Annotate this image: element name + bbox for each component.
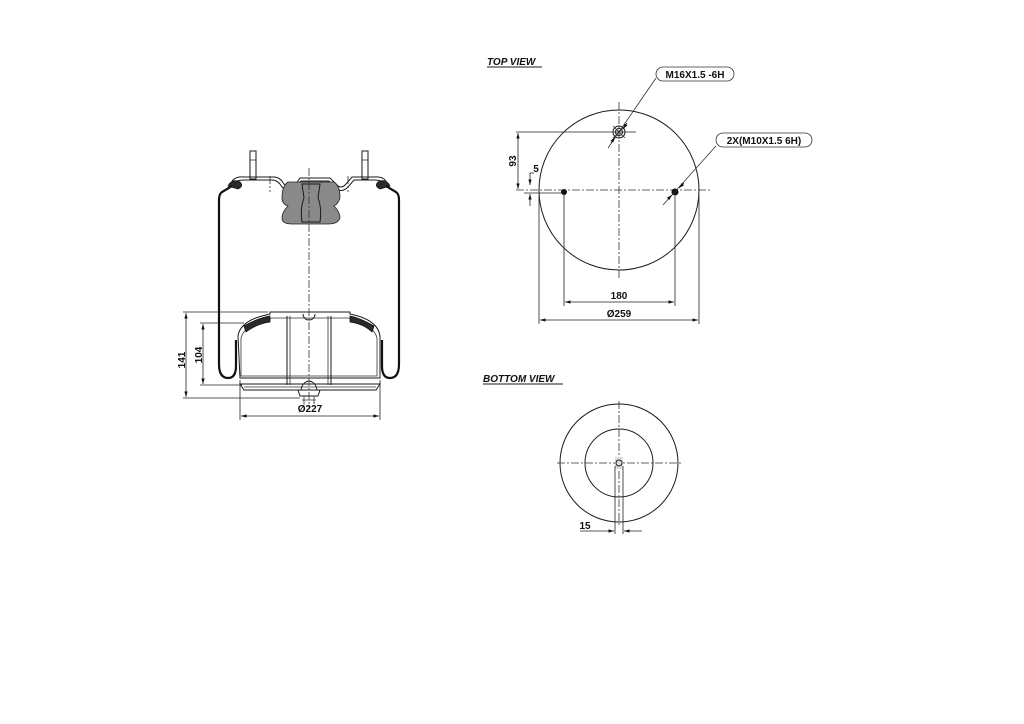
dim-15-label: 15 <box>579 521 591 532</box>
dim-diameter-227: Ø227 <box>239 380 381 420</box>
bump-stop <box>281 181 341 225</box>
dim-5-label: 5 <box>533 164 539 175</box>
dim-plate-diameter-259: Ø259 <box>538 195 700 324</box>
side-hole-left <box>561 189 567 195</box>
dim-259-label: Ø259 <box>607 309 632 320</box>
side-view: 141 104 Ø227 <box>177 150 401 420</box>
dim-141-label: 141 <box>177 351 188 368</box>
stud-right <box>361 150 369 180</box>
dim-93-label: 93 <box>508 155 519 167</box>
dim-offset-5: 5 <box>524 164 562 206</box>
callout-center-thread: M16X1.5 -6H <box>607 66 735 149</box>
top-view-title: TOP VIEW <box>487 57 537 68</box>
stud-left <box>249 150 257 180</box>
callout-center-thread-label: M16X1.5 -6H <box>666 70 725 81</box>
dim-104-label: 104 <box>194 346 205 363</box>
dim-height-104: 104 <box>194 322 244 386</box>
callout-side-threads-label: 2X(M10X1.5 6H) <box>727 136 801 147</box>
dim-bolt-spacing-180: 180 <box>563 194 676 306</box>
top-view: TOP VIEW M16X1.5 -6H <box>487 57 813 324</box>
callout-side-threads: 2X(M10X1.5 6H) <box>662 132 813 206</box>
piston <box>237 311 381 404</box>
dim-180-label: 180 <box>611 291 628 302</box>
dim-227-label: Ø227 <box>298 404 323 415</box>
dim-offset-93: 93 <box>508 131 636 189</box>
bottom-view-title: BOTTOM VIEW <box>483 374 556 385</box>
dim-hole-offset-15: 15 <box>579 466 642 534</box>
bottom-center-hole <box>615 457 623 469</box>
dim-height-141: 141 <box>177 311 300 399</box>
bellows <box>217 185 401 380</box>
bottom-view: BOTTOM VIEW 15 <box>483 374 682 534</box>
